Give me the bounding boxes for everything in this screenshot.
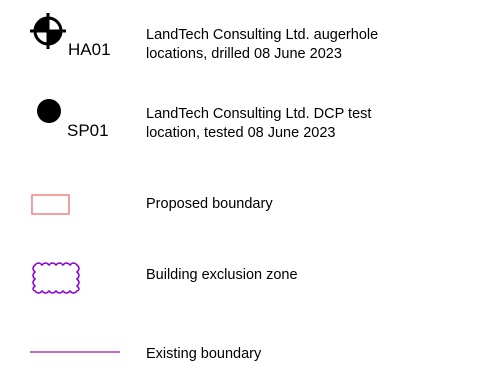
proposed-boundary-description: Proposed boundary [146,195,273,214]
existing-boundary-label: Existing boundary [146,346,262,362]
augerhole-description: LandTech Consulting Ltd. augerhole locat… [146,26,378,64]
existing-boundary-line [30,350,122,354]
dcp-test-code-label: SP01 [67,121,109,140]
dcp-test-description: LandTech Consulting Ltd. DCP test locati… [146,105,371,143]
dcp-test-description-line2: location, tested 08 June 2023 [146,125,336,141]
proposed-boundary-rectangle [31,194,71,216]
proposed-boundary-label: Proposed boundary [146,196,273,212]
existing-boundary-description: Existing boundary [146,345,261,364]
building-exclusion-zone-label: Building exclusion zone [146,267,298,283]
augerhole-description-line2: locations, drilled 08 June 2023 [146,46,342,62]
dcp-test-description-line1: LandTech Consulting Ltd. DCP test [146,106,372,122]
dcp-test-dot-icon [36,98,62,124]
augerhole-code-label: HA01 [68,40,111,59]
augerhole-description-line1: LandTech Consulting Ltd. augerhole [146,27,379,43]
building-exclusion-zone-description: Building exclusion zone [146,266,298,285]
augerhole-crosshair-icon [30,13,66,49]
building-exclusion-zone-cloud [29,261,83,295]
